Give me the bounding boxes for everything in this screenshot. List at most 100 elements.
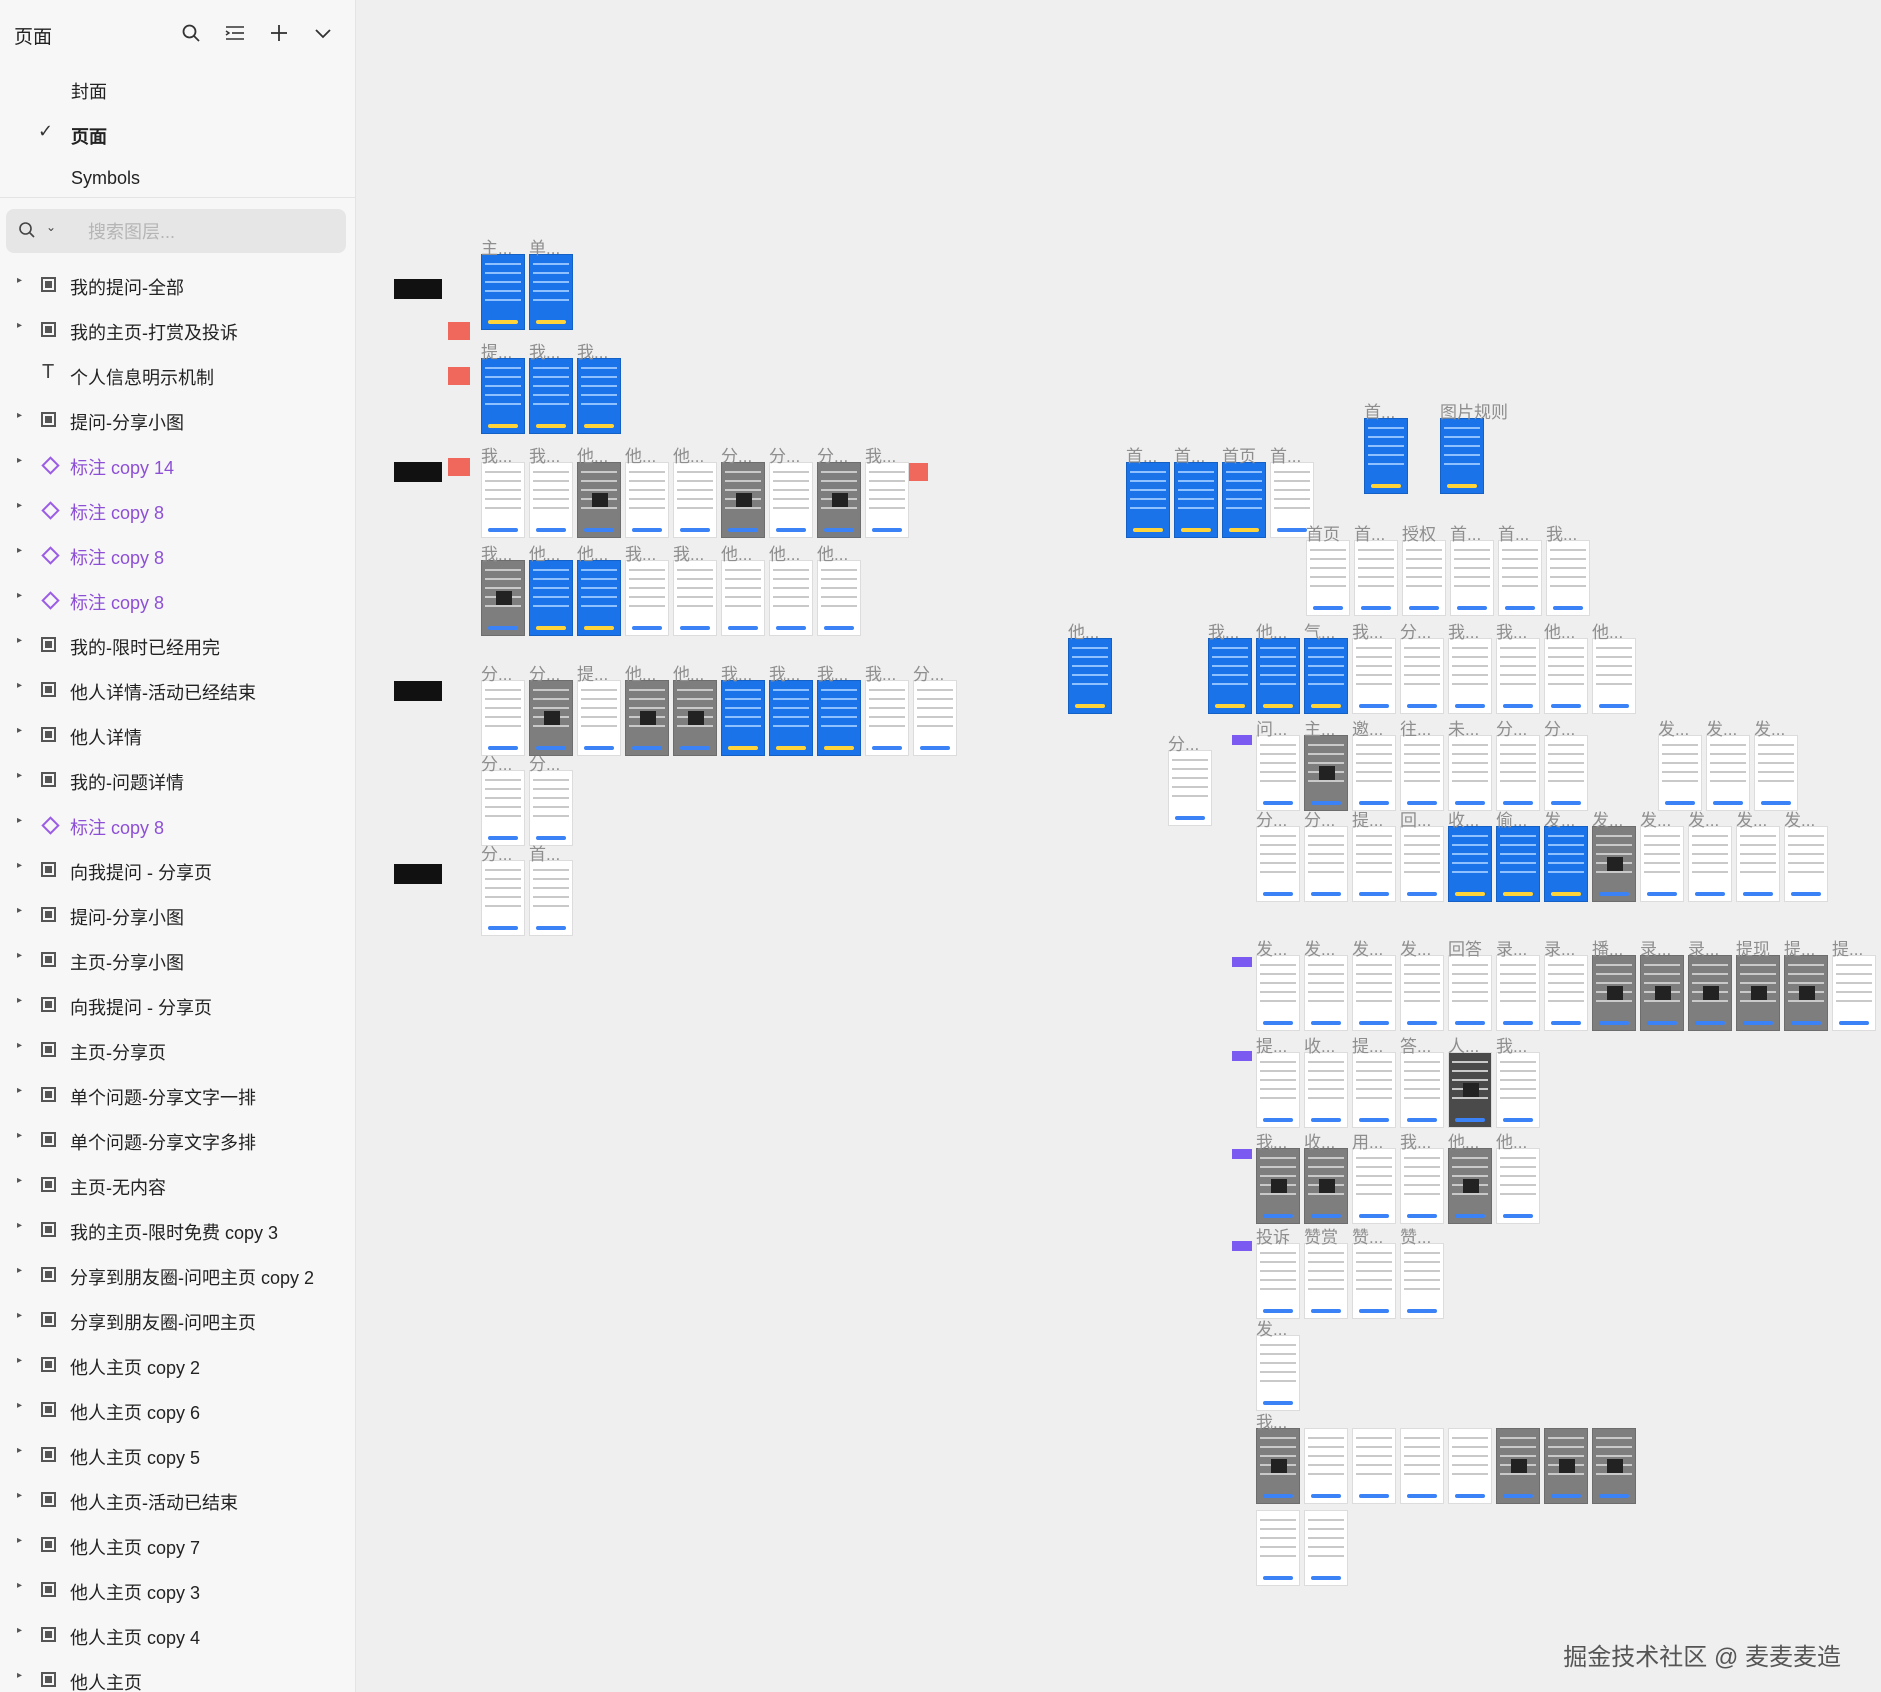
artboard[interactable] [1592,826,1636,902]
artboard[interactable] [1546,540,1590,616]
artboard[interactable] [1496,1052,1540,1128]
layer-item[interactable]: ▸提问-分享小图 [0,398,355,443]
expand-arrow-icon[interactable]: ▸ [17,410,23,421]
layer-item[interactable]: ▸我的主页-限时免费 copy 3 [0,1208,355,1253]
layer-search[interactable]: ⌄ [6,209,346,253]
layer-item[interactable]: ▸我的提问-全部 [0,263,355,308]
artboard[interactable] [1256,638,1300,714]
artboard[interactable] [1754,735,1798,811]
layer-item[interactable]: ▸主页-分享页 [0,1028,355,1073]
chevron-down-icon[interactable]: ⌄ [46,220,57,234]
artboard[interactable] [1448,1428,1492,1504]
artboard[interactable] [529,680,573,756]
layer-item[interactable]: ▸标注 copy 8 [0,488,355,533]
artboard[interactable] [1400,955,1444,1031]
artboard[interactable] [1400,638,1444,714]
artboard[interactable] [529,462,573,538]
artboard[interactable] [817,680,861,756]
artboard[interactable] [481,770,525,846]
artboard[interactable] [529,860,573,936]
artboard[interactable] [1544,826,1588,902]
expand-arrow-icon[interactable]: ▸ [17,545,23,556]
artboard[interactable] [1256,1148,1300,1224]
artboard[interactable] [1736,955,1780,1031]
expand-arrow-icon[interactable]: ▸ [17,1355,23,1366]
artboard[interactable] [529,254,573,330]
artboard[interactable] [1352,1243,1396,1319]
artboard[interactable] [1400,1148,1444,1224]
page-item-pages[interactable]: ✓ 页面 [0,113,355,155]
artboard[interactable] [673,462,717,538]
expand-arrow-icon[interactable]: ▸ [17,320,23,331]
layer-item[interactable]: ▸标注 copy 8 [0,578,355,623]
expand-arrow-icon[interactable]: ▸ [17,590,23,601]
layer-item[interactable]: ▸他人主页 copy 5 [0,1433,355,1478]
expand-arrow-icon[interactable]: ▸ [17,1670,23,1681]
artboard[interactable] [721,680,765,756]
artboard[interactable] [625,680,669,756]
layer-item[interactable]: ▸我的-问题详情 [0,758,355,803]
artboard[interactable] [1270,462,1314,538]
artboard[interactable] [1640,826,1684,902]
artboard[interactable] [1174,462,1218,538]
layer-item[interactable]: ▸他人主页-活动已结束 [0,1478,355,1523]
page-item-symbols[interactable]: Symbols [0,158,355,200]
artboard[interactable] [481,462,525,538]
artboard[interactable] [1402,540,1446,616]
artboard[interactable] [1450,540,1494,616]
artboard[interactable] [1736,826,1780,902]
artboard[interactable] [1352,1148,1396,1224]
artboard[interactable] [1784,826,1828,902]
layer-item[interactable]: ▸他人主页 copy 3 [0,1568,355,1613]
artboard[interactable] [1544,638,1588,714]
artboard[interactable] [673,680,717,756]
layer-item[interactable]: ▸向我提问 - 分享页 [0,983,355,1028]
artboard[interactable] [1496,735,1540,811]
artboard[interactable] [625,560,669,636]
expand-arrow-icon[interactable]: ▸ [17,815,23,826]
expand-arrow-icon[interactable]: ▸ [17,995,23,1006]
artboard[interactable] [1544,955,1588,1031]
artboard[interactable] [577,462,621,538]
layer-item[interactable]: ▸标注 copy 14 [0,443,355,488]
artboard[interactable] [481,680,525,756]
artboard[interactable] [1304,735,1348,811]
artboard[interactable] [1304,1052,1348,1128]
artboard[interactable] [577,680,621,756]
expand-arrow-icon[interactable]: ▸ [17,905,23,916]
layer-item[interactable]: ▸他人详情-活动已经结束 [0,668,355,713]
artboard[interactable] [1352,955,1396,1031]
artboard[interactable] [1352,735,1396,811]
artboard[interactable] [1498,540,1542,616]
artboard[interactable] [1592,1428,1636,1504]
expand-arrow-icon[interactable]: ▸ [17,500,23,511]
layer-item[interactable]: ▸分享到朋友圈-问吧主页 [0,1298,355,1343]
artboard[interactable] [1068,638,1112,714]
artboard[interactable] [1688,826,1732,902]
layer-item[interactable]: ▸他人主页 copy 7 [0,1523,355,1568]
search-input[interactable] [86,217,330,247]
expand-arrow-icon[interactable]: ▸ [17,1310,23,1321]
artboard[interactable] [1256,1335,1300,1411]
artboard[interactable] [1448,735,1492,811]
layer-item[interactable]: ▸我的-限时已经用完 [0,623,355,668]
artboard[interactable] [1256,955,1300,1031]
artboard[interactable] [721,462,765,538]
expand-arrow-icon[interactable]: ▸ [17,950,23,961]
design-canvas[interactable]: 主...单...提...我...我...我...我...他...他...他...… [356,0,1881,1692]
artboard[interactable] [1544,1428,1588,1504]
artboard[interactable] [481,358,525,434]
expand-arrow-icon[interactable]: ▸ [17,1085,23,1096]
artboard[interactable] [1400,1243,1444,1319]
search-icon[interactable] [178,20,204,46]
expand-arrow-icon[interactable]: ▸ [17,275,23,286]
artboard[interactable] [1496,955,1540,1031]
artboard[interactable] [1832,955,1876,1031]
expand-arrow-icon[interactable]: ▸ [17,1220,23,1231]
artboard[interactable] [1784,955,1828,1031]
artboard[interactable] [1400,1052,1444,1128]
artboard[interactable] [1496,826,1540,902]
expand-arrow-icon[interactable]: ▸ [17,1175,23,1186]
artboard[interactable] [865,462,909,538]
artboard[interactable] [1304,1148,1348,1224]
